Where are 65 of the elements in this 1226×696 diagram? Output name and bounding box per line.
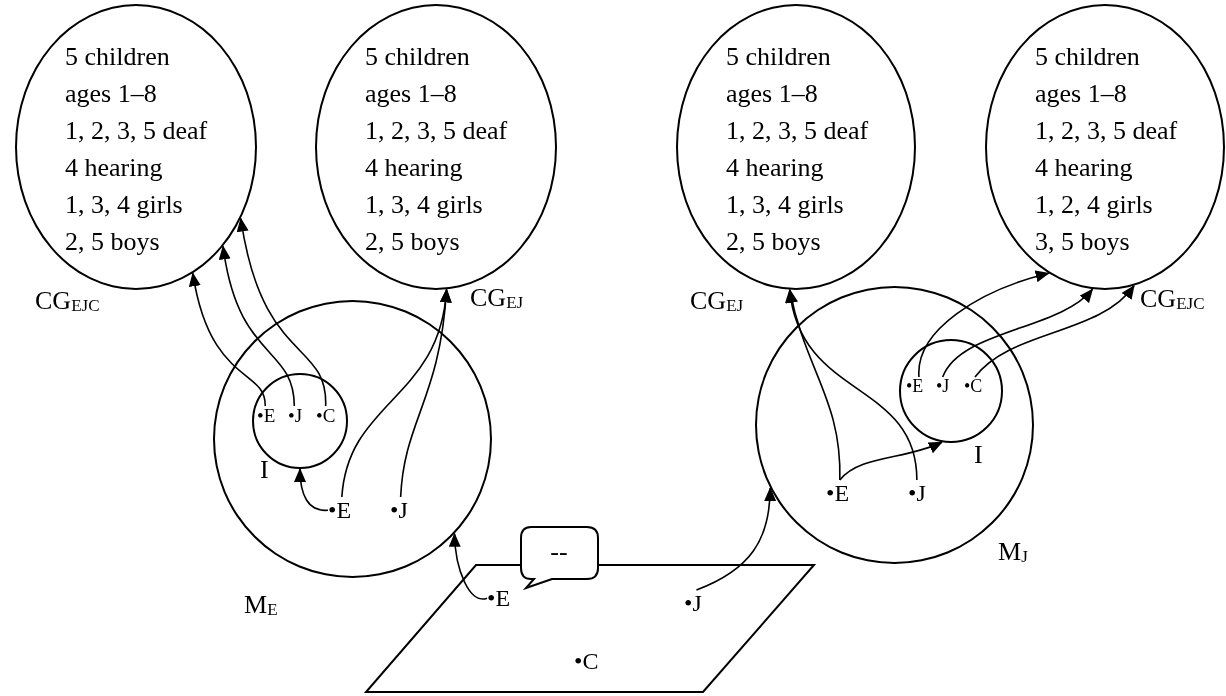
group-label: CG$_{EJ}$ [470,283,524,314]
circle-text-line: 1, 3, 4 girls [365,190,483,220]
circle-text-line: 1, 3, 4 girls [65,190,183,220]
group-circle [985,4,1225,290]
arrow [941,288,1094,378]
circle-text-line: 1, 2, 3, 5 deaf [726,116,869,146]
circle [899,339,1003,443]
circle-text-line: 1, 2, 3, 5 deaf [65,116,208,146]
arrow [237,217,327,407]
circle-text-line: 1, 2, 3, 5 deaf [365,116,508,146]
point-label: •C [574,648,599,675]
arrow [695,487,776,591]
arrow [839,441,943,481]
circle-text-line: 5 children [365,42,470,72]
group-circle [15,4,257,290]
arrow [974,284,1135,378]
point-label: •E [487,585,511,612]
speech-text: -- [549,538,569,566]
circle-text-line: 5 children [726,42,831,72]
circle-text-line: 1, 3, 4 girls [726,190,844,220]
arrow [294,468,329,512]
point-label: •E [328,497,352,524]
circle-text-line: 5 children [65,42,170,72]
arrow [786,288,918,481]
group-label: M$_{E}$ [244,590,278,621]
circle-text-line: 2, 5 boys [726,227,821,257]
group-label: CG$_{EJ}$ [690,286,744,317]
arrow [918,270,1050,378]
point-label: •J [288,406,303,427]
arrow [189,272,267,407]
point-label: •E [257,406,276,427]
circle-text-line: 1, 2, 4 girls [1035,190,1153,220]
circle-text-line: 3, 5 boys [1035,227,1130,257]
circle-text-line: 4 hearing [65,153,163,183]
group-label: CG$_{EJC}$ [1140,284,1205,315]
arrow [399,288,452,498]
circle-text-line: ages 1–8 [1035,79,1127,109]
circle-text-line: 4 hearing [1035,153,1133,183]
group-label: M$_{J}$ [998,537,1028,568]
circle-text-line: 2, 5 boys [365,227,460,257]
group-circle [315,4,557,290]
group-label: I [974,440,983,470]
circle-text-line: 4 hearing [726,153,824,183]
group-label: I [260,455,269,485]
circle-text-line: ages 1–8 [365,79,457,109]
point-label: •E [826,480,850,507]
point-label: •C [316,406,336,427]
group-circle [676,4,916,290]
point-label: •E [906,377,924,397]
point-label: •J [390,497,408,524]
point-label: •C [964,377,983,397]
arrow [219,245,296,407]
speech-bubble [520,526,600,590]
point-label: •J [684,590,702,617]
circle-text-line: 1, 2, 3, 5 deaf [1035,116,1178,146]
circle [755,286,1034,564]
point-label: •J [908,480,926,507]
circle-text-line: 4 hearing [365,153,463,183]
point-label: •J [936,377,950,397]
circle-text-line: ages 1–8 [65,79,157,109]
group-label: CG$_{EJC}$ [35,286,100,317]
circle-text-line: ages 1–8 [726,79,818,109]
arrow [449,532,488,600]
circle-text-line: 5 children [1035,42,1140,72]
circle-text-line: 2, 5 boys [65,227,160,257]
